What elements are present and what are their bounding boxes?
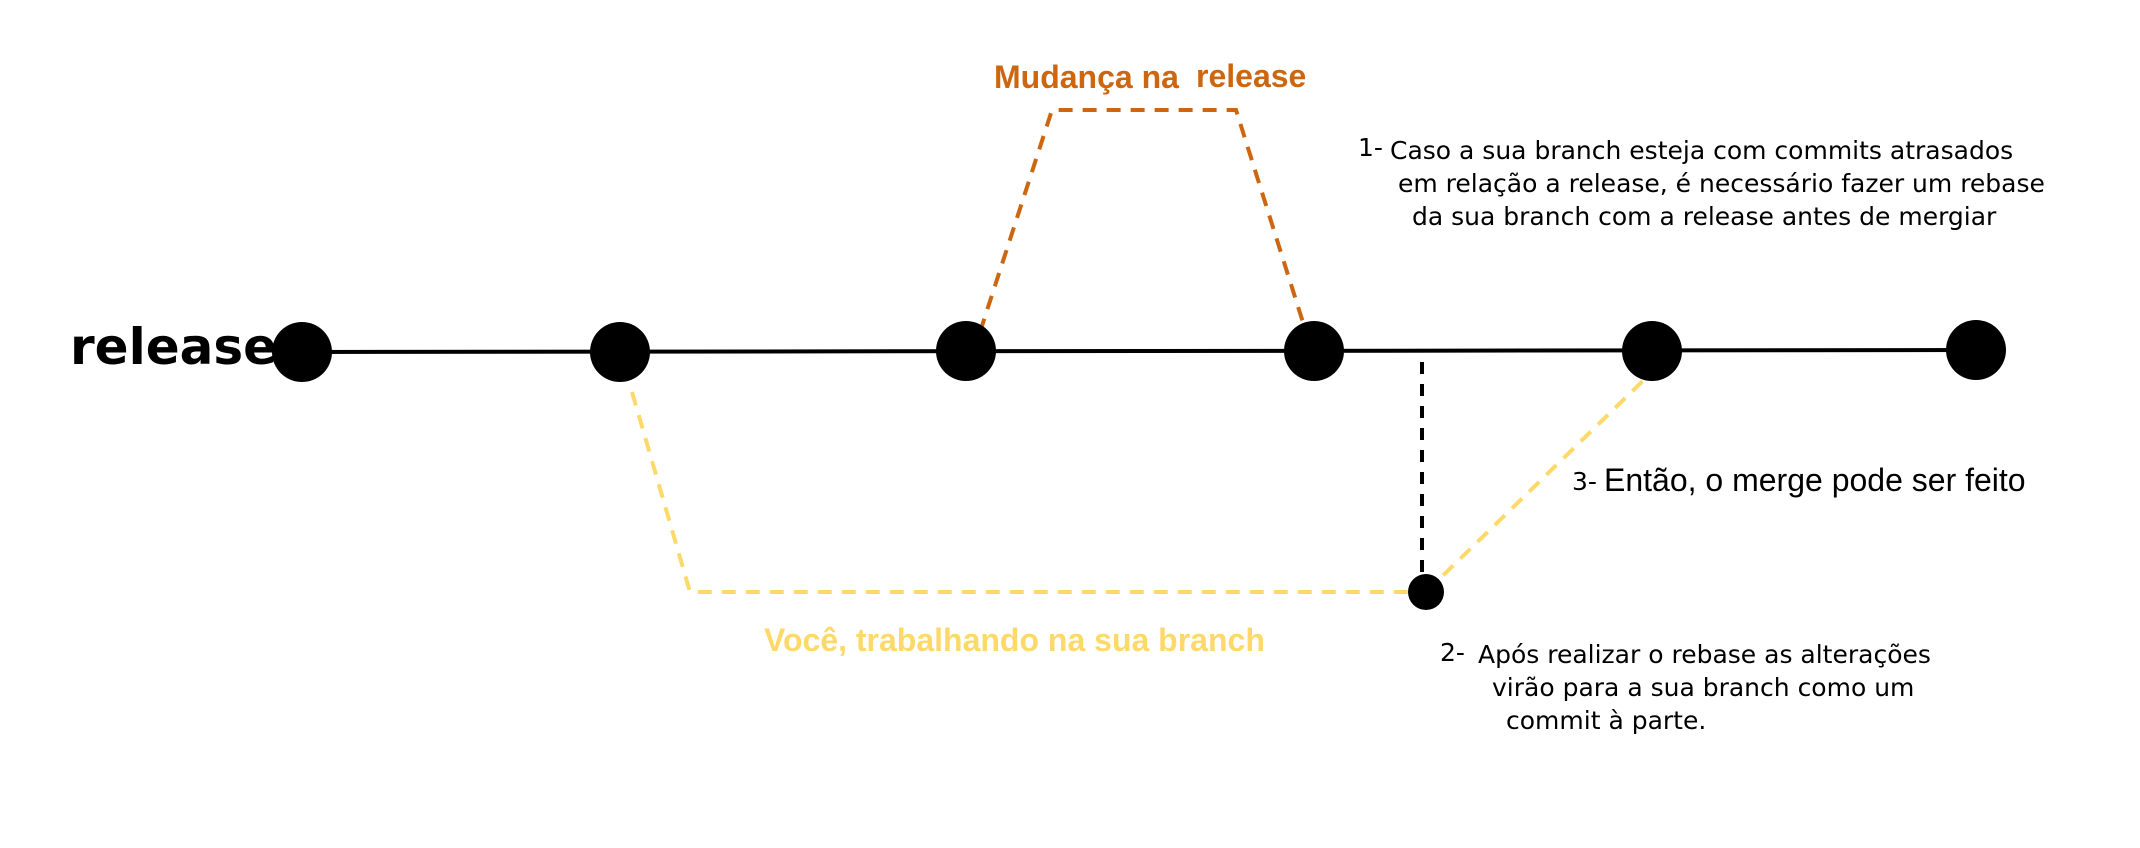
release-commit-1 <box>272 322 332 382</box>
release-commit-4 <box>1284 321 1344 381</box>
merge-path <box>1424 370 1654 594</box>
release-commit-3 <box>936 321 996 381</box>
feature-branch-path <box>630 391 1426 594</box>
note-1-line-2: em relação a release, é necessário fazer… <box>1398 169 2045 198</box>
note-1: 1- Caso a sua branch esteja com commits … <box>1358 133 2045 231</box>
note-2-line-3: commit à parte. <box>1506 706 1706 735</box>
release-change-label-part1: Mudança na <box>994 59 1179 95</box>
release-change-path <box>978 108 1308 333</box>
release-commits <box>272 320 2006 382</box>
release-main-line <box>301 348 1977 354</box>
note-3-text: Então, o merge pode ser feito <box>1604 462 2026 498</box>
release-commit-5 <box>1622 321 1682 381</box>
note-1-line-1: Caso a sua branch esteja com commits atr… <box>1390 136 2013 165</box>
release-commit-6 <box>1946 320 2006 380</box>
note-1-line-3: da sua branch com a release antes de mer… <box>1412 202 1997 231</box>
note-3: 3- Então, o merge pode ser feito <box>1572 462 2026 498</box>
feature-branch-label: Você, trabalhando na sua branch <box>764 622 1265 658</box>
note-2-line-2: virão para a sua branch como um <box>1492 673 1914 702</box>
note-2-number: 2- <box>1440 638 1465 667</box>
release-commit-2 <box>590 322 650 382</box>
branch-commit <box>1408 574 1444 610</box>
note-1-number: 1- <box>1358 133 1383 162</box>
note-3-number: 3- <box>1572 467 1597 496</box>
release-change-label-part2: release <box>1196 58 1306 94</box>
release-label: release <box>70 318 277 376</box>
note-2-line-1: Após realizar o rebase as alterações <box>1478 640 1931 669</box>
note-2: 2- Após realizar o rebase as alterações … <box>1440 638 1931 735</box>
